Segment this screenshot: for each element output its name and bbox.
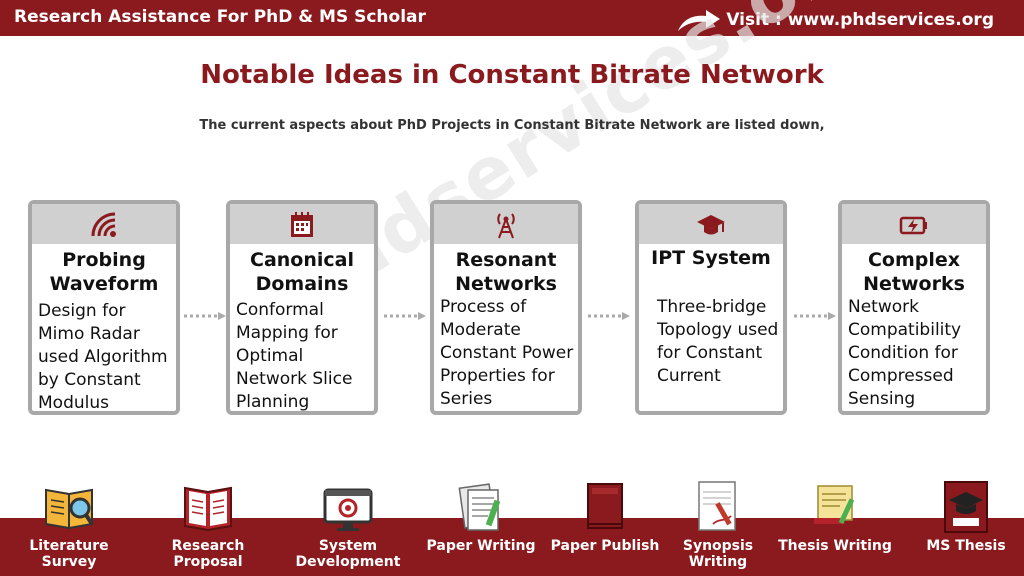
paper-writing-icon: [454, 480, 508, 534]
service-label: MS Thesis: [926, 538, 1006, 554]
card-title: Canonical Domains: [250, 249, 354, 295]
page-title: Notable Ideas in Constant Bitrate Networ…: [200, 60, 824, 90]
service-literature-survey[interactable]: Literature Survey: [9, 480, 129, 570]
card-title: Complex Networks: [863, 249, 965, 295]
card-header: [230, 204, 374, 244]
idea-card-probing-waveform: Probing Waveform Design for Mimo Radar u…: [28, 200, 180, 415]
dotted-arrow-connector: [184, 312, 226, 320]
arrow-icon: [676, 7, 722, 33]
banner-tagline: Research Assistance For PhD & MS Scholar: [14, 7, 426, 27]
thesis-writing-icon: [808, 480, 862, 534]
card-description: Conformal Mapping for Optimal Network Sl…: [236, 300, 353, 412]
battery-icon: [899, 210, 929, 240]
service-label: Paper Publish: [550, 538, 660, 554]
card-description: Design for Mimo Radar used Algorithm by …: [38, 301, 168, 413]
page-subtitle: The current aspects about PhD Projects i…: [199, 118, 825, 133]
website-text[interactable]: Visit : www.phdservices.org: [726, 10, 994, 30]
calendar-icon: [287, 210, 317, 240]
card-description: Network Compatibility Condition for Comp…: [848, 297, 962, 409]
service-label: System Development: [295, 538, 401, 570]
card-title: IPT System: [651, 247, 771, 269]
dotted-arrow-connector: [588, 312, 630, 320]
service-thesis-writing[interactable]: Thesis Writing: [775, 480, 895, 554]
card-header: [639, 204, 783, 244]
card-description: Three-bridge Topology used for Constant …: [657, 297, 779, 386]
paper-publish-icon: [578, 480, 632, 534]
card-header: [842, 204, 986, 244]
dotted-arrow-connector: [794, 312, 836, 320]
service-label: Thesis Writing: [778, 538, 892, 554]
idea-card-complex-networks: Complex Networks Network Compatibility C…: [838, 200, 990, 415]
ms-thesis-icon: [939, 480, 993, 534]
service-ms-thesis[interactable]: MS Thesis: [906, 480, 1024, 554]
service-synopsis-writing[interactable]: Synopsis Writing: [658, 480, 778, 570]
wifi-icon: [89, 210, 119, 240]
service-label: Literature Survey: [29, 538, 109, 570]
card-title: Probing Waveform: [49, 249, 159, 295]
top-banner: Research Assistance For PhD & MS Scholar…: [0, 0, 1024, 36]
service-paper-publish[interactable]: Paper Publish: [545, 480, 665, 554]
service-label: Research Proposal: [171, 538, 245, 570]
card-header: [434, 204, 578, 244]
idea-card-ipt-system: IPT System Three-bridge Topology used fo…: [635, 200, 787, 415]
idea-card-resonant-networks: Resonant Networks Process of Moderate Co…: [430, 200, 582, 415]
card-title: Resonant Networks: [455, 249, 557, 295]
graduation-cap-icon: [696, 210, 726, 240]
monitor-icon: [321, 480, 375, 534]
service-paper-writing[interactable]: Paper Writing: [421, 480, 541, 554]
service-system-development[interactable]: System Development: [288, 480, 408, 570]
services-bar: [0, 518, 1024, 576]
service-label: Paper Writing: [426, 538, 536, 554]
antenna-icon: [491, 210, 521, 240]
website-link[interactable]: Visit : www.phdservices.org: [676, 7, 994, 33]
service-label: Synopsis Writing: [682, 538, 754, 570]
literature-icon: [42, 480, 96, 534]
synopsis-icon: [691, 480, 745, 534]
card-header: [32, 204, 176, 244]
service-research-proposal[interactable]: Research Proposal: [148, 480, 268, 570]
dotted-arrow-connector: [384, 312, 426, 320]
idea-card-canonical-domains: Canonical Domains Conformal Mapping for …: [226, 200, 378, 415]
card-description: Process of Moderate Constant Power Prope…: [440, 297, 574, 409]
book-icon: [181, 480, 235, 534]
